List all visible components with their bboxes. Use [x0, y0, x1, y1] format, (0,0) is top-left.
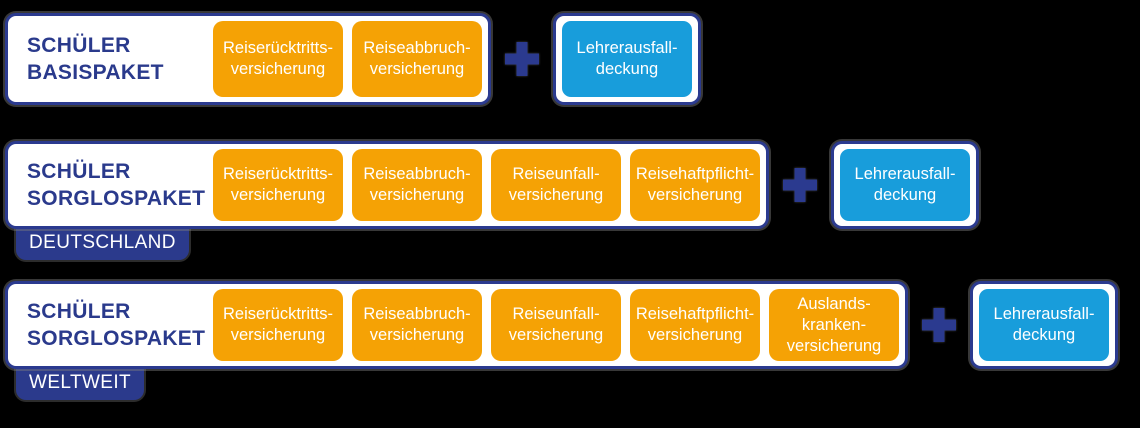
addon-box-lehrerausfall: Lehrerausfall- deckung [840, 149, 970, 221]
plus-icon [505, 42, 539, 76]
package-title-line-2: BASISPAKET [27, 61, 164, 84]
sorglospaket-weltweit-container: SCHÜLER SORGLOSPAKET Reiserücktritts- ve… [5, 281, 908, 369]
plus-icon [783, 168, 817, 202]
package-row-basispaket: SCHÜLER BASISPAKET Reiserücktritts- vers… [5, 13, 1140, 105]
region-label-deutschland: DEUTSCHLAND [16, 226, 189, 260]
coverage-box-reisehaftpflicht: Reisehaftpflicht- versicherung [630, 149, 760, 221]
addon-container: Lehrerausfall- deckung [553, 13, 701, 105]
coverage-box-reiseunfall: Reiseunfall- versicherung [491, 149, 621, 221]
coverage-box-reisehaftpflicht: Reisehaftpflicht- versicherung [630, 289, 760, 361]
coverage-box-reiseruecktritt: Reiserücktritts- versicherung [213, 289, 343, 361]
coverage-box-reiseabbruch: Reiseabbruch- versicherung [352, 289, 482, 361]
package-title-line-1: SCHÜLER [27, 300, 131, 323]
region-label-weltweit: WELTWEIT [16, 366, 145, 400]
package-title: SCHÜLER SORGLOSPAKET [14, 149, 206, 221]
plus-icon [922, 308, 956, 342]
basispaket-container: SCHÜLER BASISPAKET Reiserücktritts- vers… [5, 13, 491, 105]
package-title-line-2: SORGLOSPAKET [27, 327, 206, 350]
coverage-box-reiseunfall: Reiseunfall- versicherung [491, 289, 621, 361]
coverage-box-auslandskranken: Auslands- kranken- versicherung [769, 289, 899, 361]
addon-container: Lehrerausfall- deckung [970, 281, 1118, 369]
insurance-packages-diagram: SCHÜLER BASISPAKET Reiserücktritts- vers… [0, 0, 1140, 400]
addon-container: Lehrerausfall- deckung [831, 141, 979, 229]
package-title-line-1: SCHÜLER [27, 160, 131, 183]
coverage-box-reiseabbruch: Reiseabbruch- versicherung [352, 21, 482, 97]
addon-box-lehrerausfall: Lehrerausfall- deckung [979, 289, 1109, 361]
package-title: SCHÜLER SORGLOSPAKET [14, 289, 206, 361]
package-title-line-1: SCHÜLER [27, 34, 131, 57]
sorglospaket-deutschland-container: SCHÜLER SORGLOSPAKET Reiserücktritts- ve… [5, 141, 769, 229]
coverage-box-reiseruecktritt: Reiserücktritts- versicherung [213, 149, 343, 221]
coverage-box-reiseruecktritt: Reiserücktritts- versicherung [213, 21, 343, 97]
package-row-sorglospaket-deutschland: SCHÜLER SORGLOSPAKET Reiserücktritts- ve… [5, 141, 1140, 260]
addon-box-lehrerausfall: Lehrerausfall- deckung [562, 21, 692, 97]
package-row-sorglospaket-weltweit: SCHÜLER SORGLOSPAKET Reiserücktritts- ve… [5, 281, 1140, 400]
coverage-box-reiseabbruch: Reiseabbruch- versicherung [352, 149, 482, 221]
package-title: SCHÜLER BASISPAKET [14, 21, 204, 97]
package-title-line-2: SORGLOSPAKET [27, 187, 206, 210]
